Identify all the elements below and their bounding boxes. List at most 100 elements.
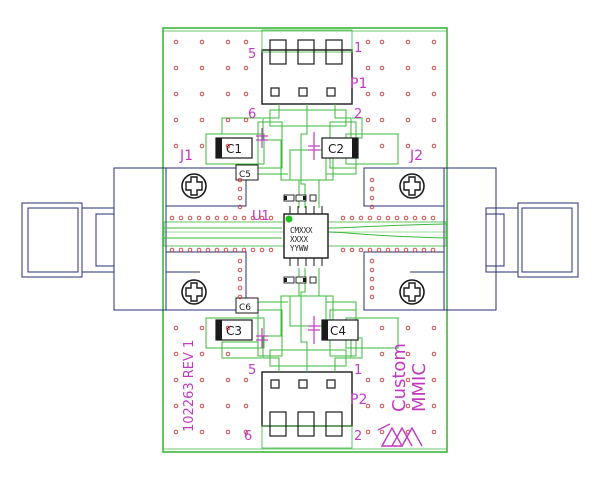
via: [199, 65, 205, 71]
via: [173, 429, 179, 435]
via: [376, 247, 382, 253]
via: [223, 247, 229, 253]
via: [379, 377, 385, 383]
via: [367, 247, 373, 253]
via: [225, 39, 231, 45]
via: [431, 429, 437, 435]
via: [199, 91, 205, 97]
via: [431, 143, 437, 149]
via: [394, 215, 400, 221]
via: [223, 215, 229, 221]
via: [405, 91, 411, 97]
via: [431, 403, 437, 409]
via: [405, 117, 411, 123]
via: [369, 195, 375, 201]
via: [199, 403, 205, 409]
board-part-number: 102263 REV 1: [182, 340, 197, 432]
board-outline: [162, 27, 448, 453]
via: [237, 258, 243, 264]
via: [259, 215, 265, 221]
via: [169, 247, 175, 253]
via: [225, 91, 231, 97]
via: [405, 351, 411, 357]
via: [379, 403, 385, 409]
p1-pin-top-left: 5: [248, 47, 256, 62]
p2-pin-top-right: 1: [354, 363, 362, 378]
via: [405, 377, 411, 383]
via: [237, 186, 243, 192]
custom-mmic-logo: Custom MMIC: [377, 343, 430, 447]
via: [214, 215, 220, 221]
via: [379, 351, 385, 357]
c4-label: C4: [330, 324, 346, 338]
via: [379, 429, 385, 435]
sma-connector-left: [21, 167, 200, 311]
via: [225, 351, 231, 357]
capacitor-c1: C1: [215, 137, 253, 159]
via: [173, 117, 179, 123]
via: [394, 247, 400, 253]
chip-line3: YYWW: [290, 244, 309, 253]
via: [243, 65, 249, 71]
c6-label: C6: [239, 303, 251, 313]
via: [237, 195, 243, 201]
via: [369, 204, 375, 210]
via: [431, 65, 437, 71]
smd-pad-fill: [284, 196, 306, 282]
via: [243, 39, 249, 45]
via: [199, 143, 205, 149]
via: [237, 294, 243, 300]
via: [403, 247, 409, 253]
via: [169, 215, 175, 221]
logo-line-1: Custom: [389, 343, 410, 412]
via: [225, 117, 231, 123]
via: [225, 377, 231, 383]
via: [379, 117, 385, 123]
via: [250, 247, 256, 253]
via: [349, 247, 355, 253]
via: [369, 294, 375, 300]
via: [199, 39, 205, 45]
via: [241, 215, 247, 221]
via: [241, 247, 247, 253]
via: [431, 117, 437, 123]
c5-label: C5: [239, 170, 251, 180]
screw-top-right: [399, 173, 425, 199]
via: [405, 65, 411, 71]
via: [187, 247, 193, 253]
via: [199, 377, 205, 383]
via: [237, 267, 243, 273]
via: [421, 215, 427, 221]
pin1-indicator: [285, 215, 293, 223]
via: [365, 377, 371, 383]
header-p2: [261, 371, 353, 449]
via: [358, 215, 364, 221]
via: [173, 403, 179, 409]
via: [237, 177, 243, 183]
via: [225, 429, 231, 435]
p2-pin-bottom-right: 2: [354, 429, 362, 444]
small-caps-top: [256, 128, 320, 160]
via: [205, 247, 211, 253]
via: [365, 65, 371, 71]
via: [199, 429, 205, 435]
via: [379, 91, 385, 97]
via: [405, 39, 411, 45]
via: [403, 215, 409, 221]
via: [237, 204, 243, 210]
via: [431, 325, 437, 331]
via: [225, 403, 231, 409]
via: [340, 247, 346, 253]
via: [358, 247, 364, 253]
logo-line-2: MMIC: [409, 363, 430, 412]
via: [232, 215, 238, 221]
via: [205, 215, 211, 221]
chip-line2: XXXX: [290, 235, 309, 244]
via: [431, 351, 437, 357]
via: [379, 325, 385, 331]
small-caps-bottom: [256, 316, 320, 348]
screw-bottom-right: [399, 279, 425, 305]
via: [243, 403, 249, 409]
via: [369, 177, 375, 183]
